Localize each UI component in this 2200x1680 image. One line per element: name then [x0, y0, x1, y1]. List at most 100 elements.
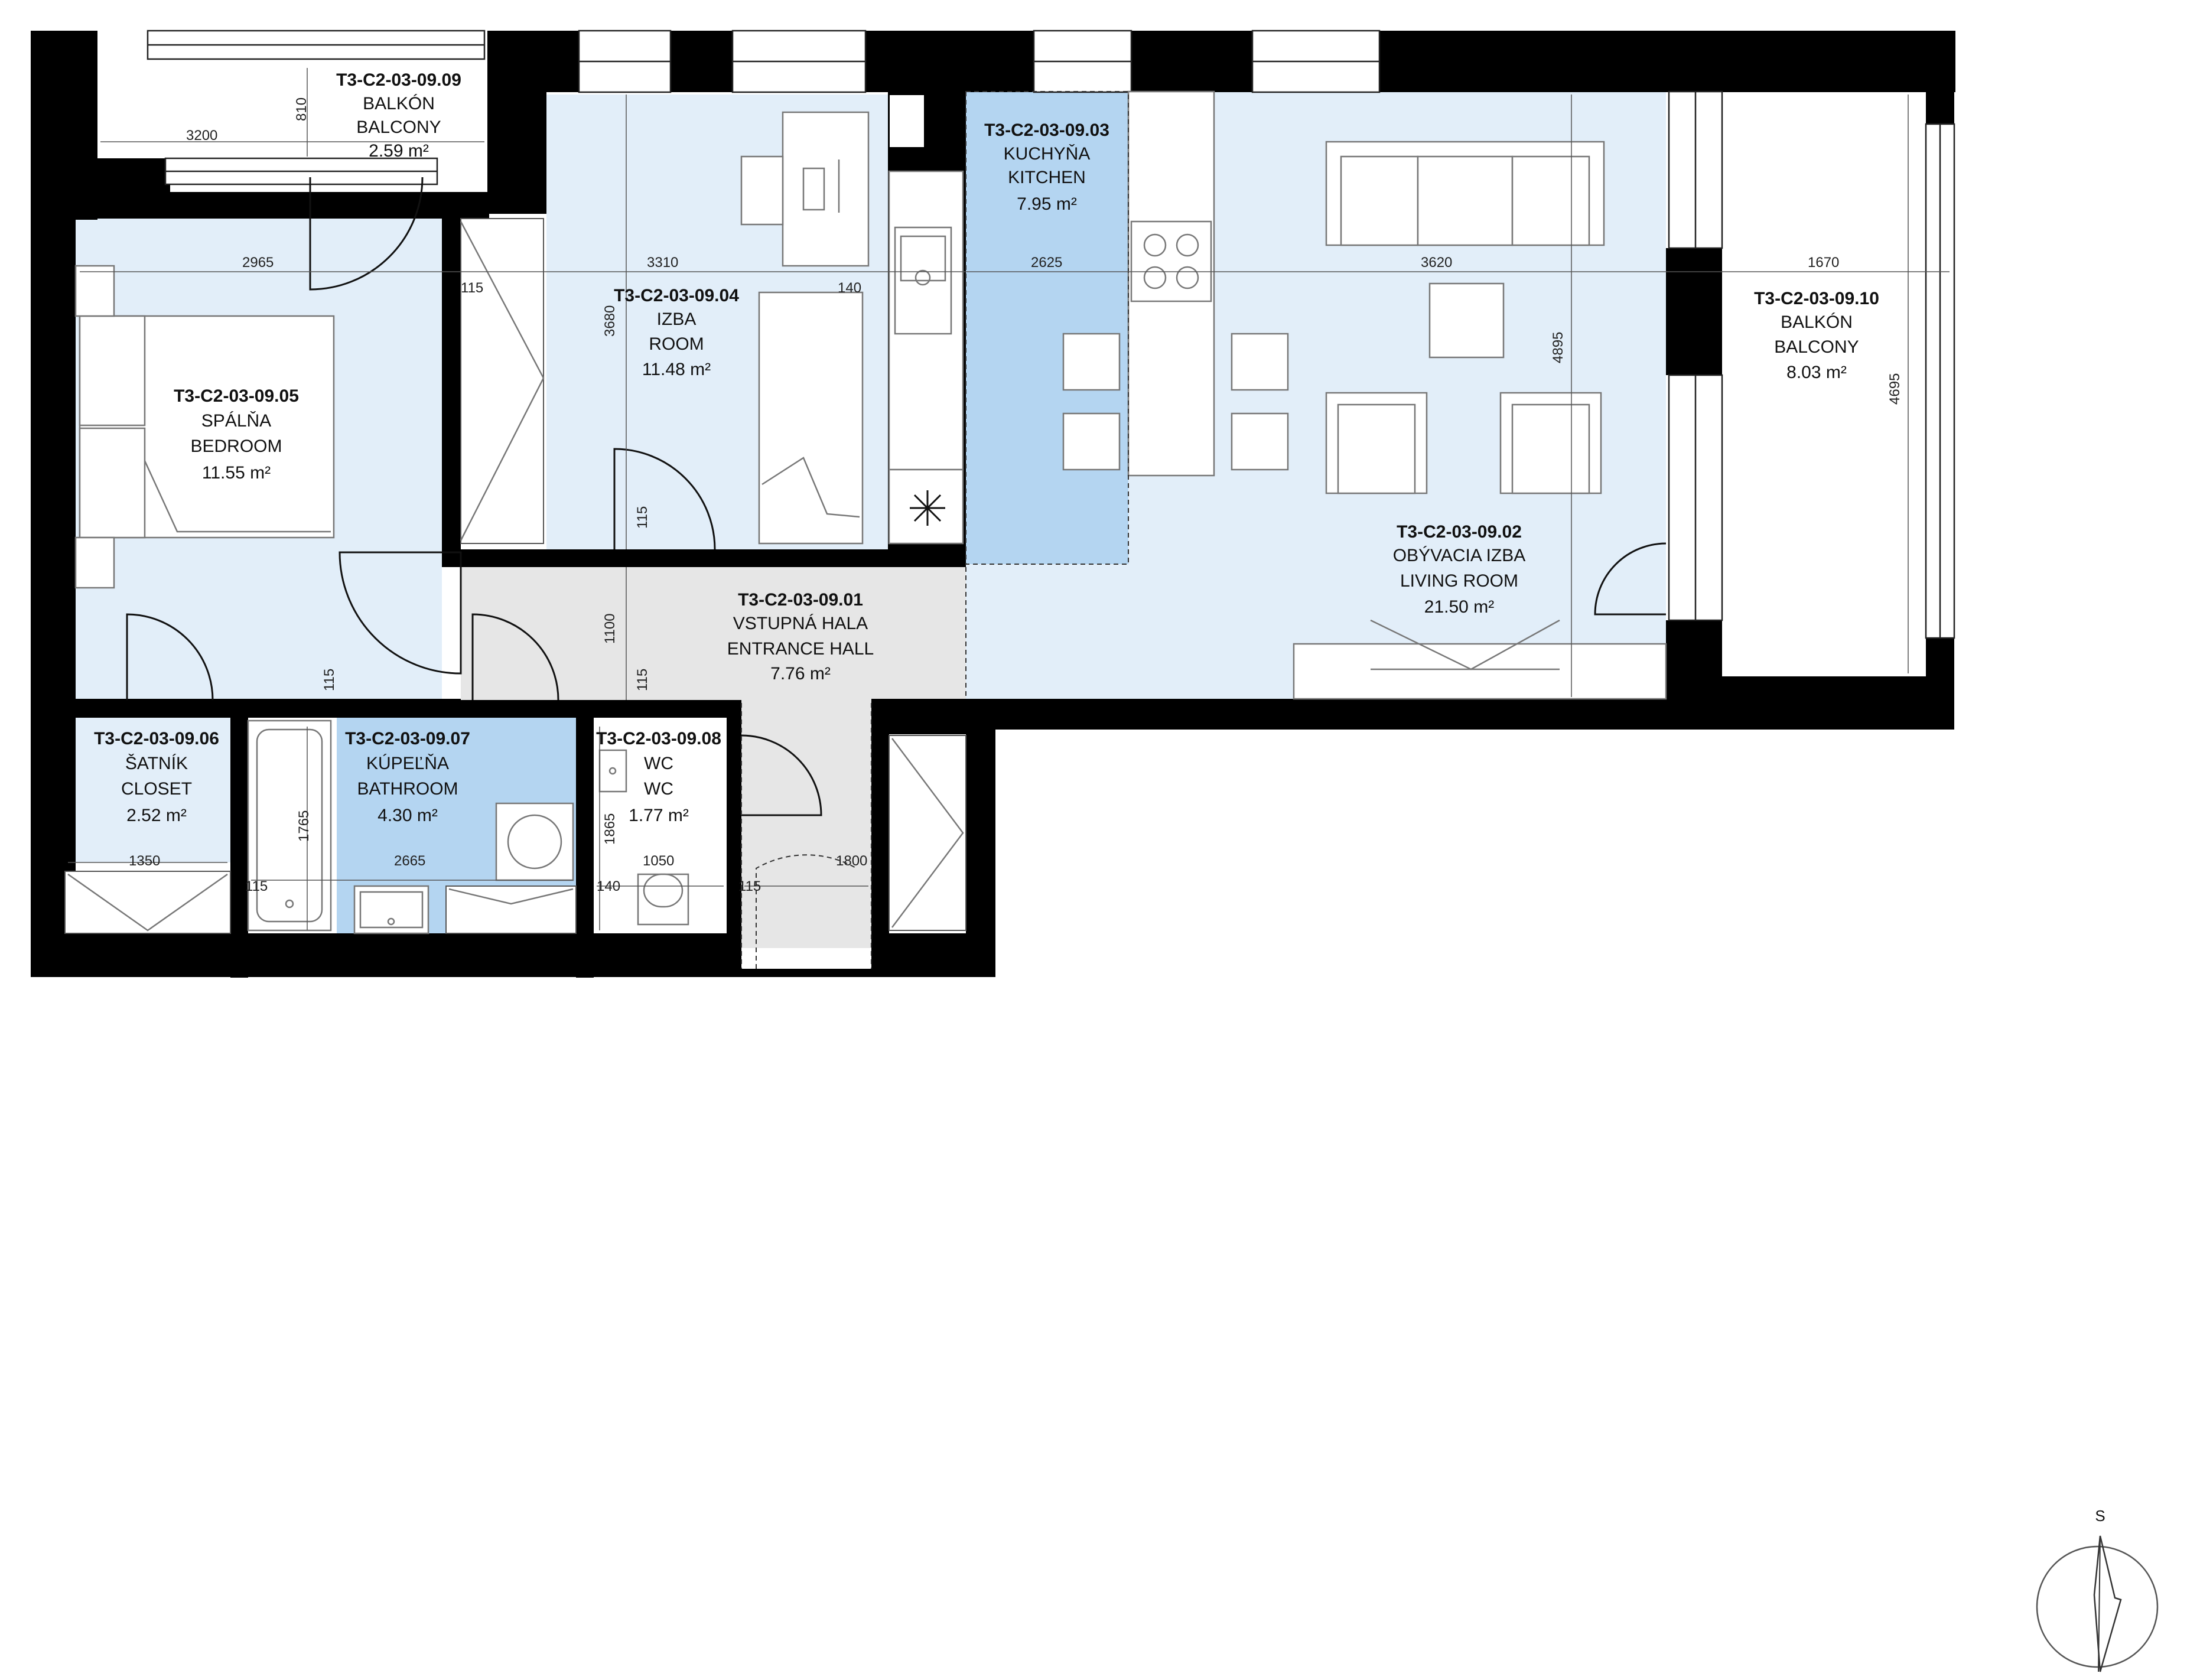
fill-kitchen: [966, 92, 1128, 564]
wall-bottom-right: [871, 933, 995, 977]
dimension-lines: [68, 68, 1950, 930]
svg-text:8.03 m²: 8.03 m²: [1786, 363, 1847, 382]
svg-text:T3-C2-03-09.10: T3-C2-03-09.10: [1754, 289, 1879, 308]
fill-balcony-large: [1722, 92, 1926, 676]
svg-text:LIVING ROOM: LIVING ROOM: [1400, 571, 1518, 591]
dimension-texts: 3200 810 2965 115 3310 140 2625 3620 167…: [129, 97, 1903, 894]
dim-wall-bed: 115: [461, 280, 483, 296]
wall-bottom-stub: [741, 969, 871, 977]
room-label-living: T3-C2-03-09.02 OBÝVACIA IZBA LIVING ROOM…: [1393, 522, 1526, 617]
svg-text:T3-C2-03-09.07: T3-C2-03-09.07: [345, 729, 470, 748]
door-bedroom: [339, 551, 462, 675]
wall-wc-hall: [727, 700, 741, 948]
doors: [126, 177, 1667, 969]
dim-wc-depth: 1865: [602, 813, 618, 845]
wall-bath-wc: [576, 700, 594, 978]
svg-text:T3-C2-03-09.09: T3-C2-03-09.09: [336, 70, 461, 90]
dim-wall-bedroom-bottom: 115: [321, 669, 337, 691]
dim-wall-room-door: 115: [634, 506, 650, 529]
dim-entrance-width: 1800: [836, 853, 867, 869]
wall-closet-bath: [230, 700, 248, 978]
room-label-bathroom: T3-C2-03-09.07 KÚPEĽŇA BATHROOM 4.30 m²: [345, 729, 470, 825]
svg-text:T3-C2-03-09.08: T3-C2-03-09.08: [596, 729, 721, 748]
room-label-hall: T3-C2-03-09.01 VSTUPNÁ HALA ENTRANCE HAL…: [727, 590, 874, 683]
wall-bedroom-top: [76, 192, 489, 219]
compass: S: [2036, 1507, 2159, 1672]
desk-room: [740, 111, 870, 267]
dim-bath-width: 2665: [394, 853, 425, 869]
svg-text:IZBA: IZBA: [657, 310, 697, 329]
wall-right-top: [1926, 92, 1954, 124]
room-label-closet: T3-C2-03-09.06 ŠATNÍK CLOSET 2.52 m²: [94, 729, 219, 825]
fill-hall: [461, 567, 966, 700]
dim-closet-width: 1350: [129, 853, 160, 869]
svg-text:T3-C2-03-09.02: T3-C2-03-09.02: [1397, 522, 1522, 542]
dim-wc-width: 1050: [643, 853, 674, 869]
door-entrance: [756, 854, 857, 969]
wall-hall-right: [871, 699, 889, 953]
kitchen-island: [1062, 90, 1289, 477]
svg-text:BATHROOM: BATHROOM: [357, 779, 458, 799]
door-balcony-small: [309, 177, 424, 291]
room-label-balcony-large: T3-C2-03-09.10 BALKÓN BALCONY 8.03 m²: [1754, 289, 1879, 382]
svg-text:T3-C2-03-09.01: T3-C2-03-09.01: [738, 590, 863, 610]
wc-sink: [598, 749, 627, 793]
svg-text:BALCONY: BALCONY: [1774, 337, 1859, 357]
dim-room-width: 3310: [647, 255, 678, 271]
dim-wall-room: 140: [838, 280, 861, 296]
fill-balcony-small: [97, 64, 487, 158]
svg-text:BEDROOM: BEDROOM: [190, 437, 282, 456]
niches: [64, 94, 966, 934]
door-room: [613, 448, 716, 550]
svg-text:7.95 m²: 7.95 m²: [1017, 194, 1077, 214]
svg-text:KITCHEN: KITCHEN: [1008, 168, 1086, 187]
dim-living-width: 3620: [1421, 255, 1452, 271]
svg-text:CLOSET: CLOSET: [121, 779, 192, 799]
svg-text:SPÁLŇA: SPÁLŇA: [201, 411, 271, 431]
washing-machine: [495, 802, 574, 881]
door-bathroom: [471, 613, 559, 701]
wall-room-bottom: [442, 549, 888, 567]
wall-column: [1666, 248, 1722, 375]
windows: [147, 30, 1955, 639]
wall-bottom-left: [31, 933, 741, 977]
wall-living-right-low: [1666, 620, 1722, 730]
niche-wardrobe-left: [460, 218, 544, 544]
svg-text:ŠATNÍK: ŠATNÍK: [125, 753, 188, 773]
svg-text:OBÝVACIA IZBA: OBÝVACIA IZBA: [1393, 546, 1526, 565]
svg-text:ENTRANCE HALL: ENTRANCE HALL: [727, 639, 874, 659]
room-label-balcony-small: T3-C2-03-09.09 BALKÓN BALCONY 2.59 m²: [336, 70, 461, 161]
svg-text:KÚPEĽŇA: KÚPEĽŇA: [366, 754, 449, 773]
dim-living-depth: 4895: [1550, 332, 1566, 363]
wardrobe-left-x: [460, 221, 545, 541]
tv-unit: [1293, 619, 1667, 700]
svg-text:4.30 m²: 4.30 m²: [377, 806, 438, 825]
door-wc: [741, 734, 822, 816]
furniture: [67, 90, 1667, 935]
toilet: [637, 873, 689, 926]
dim-bath-depth: 1765: [296, 810, 312, 842]
dim-hall-depth: 1100: [602, 613, 618, 644]
wall-top-right: [1362, 31, 1955, 92]
coffee-table: [1428, 282, 1505, 359]
niche-hall-right: [889, 735, 966, 931]
sofa: [1325, 141, 1605, 246]
fill-hall-lower: [741, 700, 871, 948]
door-closet: [126, 613, 214, 701]
svg-text:T3-C2-03-09.03: T3-C2-03-09.03: [984, 121, 1109, 140]
bathtub: [247, 719, 332, 932]
niche-closet-bottom: [64, 871, 231, 934]
wall-right-block-side: [966, 699, 995, 976]
armchair-right: [1499, 392, 1602, 494]
dim-balcony-large-depth: 4695: [1887, 373, 1903, 405]
svg-text:2.52 m²: 2.52 m²: [126, 806, 187, 825]
room-label-kitchen: T3-C2-03-09.03 KUCHYŇA KITCHEN 7.95 m²: [984, 121, 1109, 214]
fill-living-lower: [966, 564, 1128, 699]
kitchen-counter: [888, 170, 964, 545]
wall-bath-top: [230, 700, 741, 718]
bath-sink: [353, 885, 429, 935]
shaft-kitchen: [889, 94, 925, 148]
svg-text:7.76 m²: 7.76 m²: [770, 664, 831, 683]
svg-text:BALCONY: BALCONY: [356, 118, 441, 137]
